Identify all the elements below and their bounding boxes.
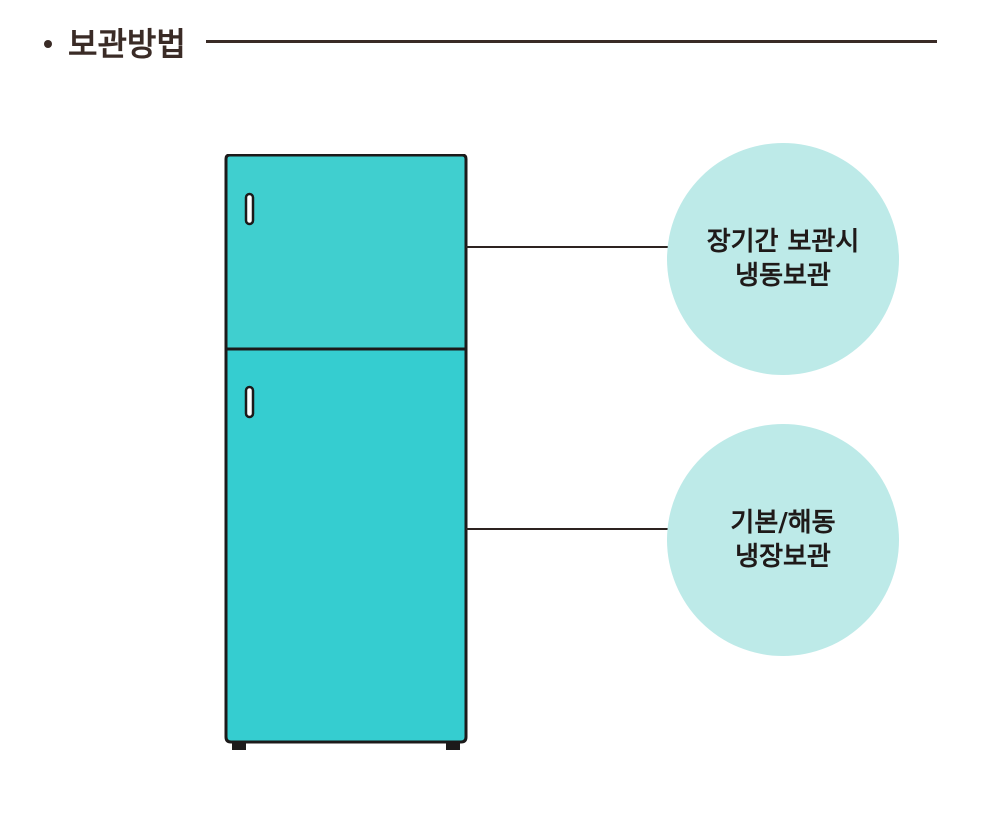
leader-line-fridge [466, 528, 670, 530]
section-header: 보관방법 [40, 20, 940, 70]
leader-line-freezer [466, 246, 670, 248]
freezer-label-line-2: 냉동보관 [735, 261, 831, 291]
fridge-foot-right [446, 740, 460, 750]
fridge-door [224, 347, 468, 744]
freezer-label-bubble: 장기간 보관시 냉동보관 [667, 143, 899, 375]
section-title: 보관방법 [68, 25, 186, 63]
fridge-foot-left [232, 740, 246, 750]
fridge-handle [244, 385, 255, 419]
fridge-label-bubble: 기본/해동 냉장보관 [667, 424, 899, 656]
refrigerator-illustration [224, 154, 468, 754]
fridge-label-line-2: 냉장보관 [735, 542, 831, 572]
bullet-icon [44, 40, 52, 48]
header-divider [206, 40, 937, 43]
fridge-label-line-1: 기본/해동 [730, 508, 836, 538]
freezer-door [224, 154, 468, 351]
freezer-handle [244, 192, 255, 226]
refrigerator-icon [224, 154, 468, 750]
freezer-label-line-1: 장기간 보관시 [706, 227, 860, 257]
